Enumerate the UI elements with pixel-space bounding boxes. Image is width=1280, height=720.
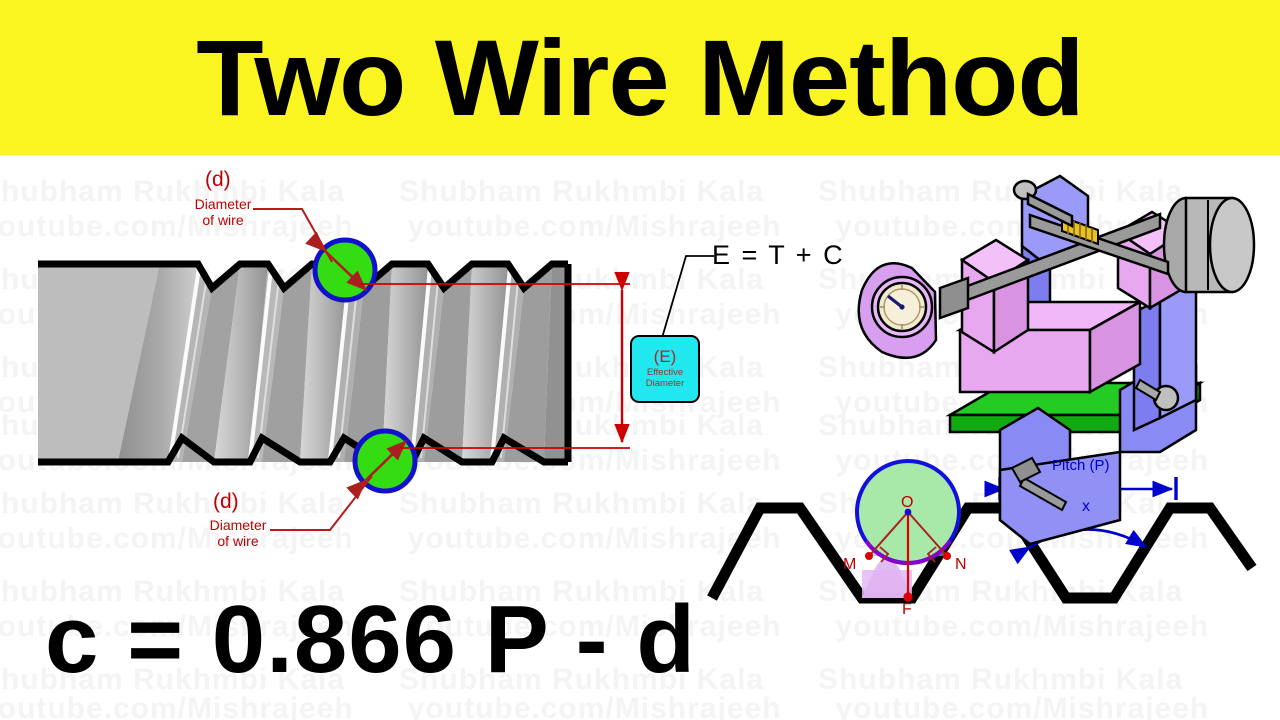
caption-line: Effective bbox=[646, 366, 684, 378]
effective-diameter-symbol: (E) bbox=[653, 347, 677, 367]
thread-profile-illustration bbox=[707, 459, 1257, 604]
wire-diameter-caption-top: Diameter of wire bbox=[175, 196, 271, 228]
effective-diameter-dimension bbox=[360, 272, 630, 449]
wire-diameter-symbol-top: (d) bbox=[205, 168, 231, 191]
caption-line: of wire bbox=[217, 533, 259, 550]
wire-circle-top bbox=[305, 231, 378, 303]
pitch-label: Pitch (P) bbox=[1052, 457, 1110, 474]
point-label-m: M bbox=[843, 556, 857, 573]
point-label-f: F bbox=[902, 601, 912, 618]
caption-line: Diameter bbox=[209, 517, 267, 533]
wire-circle-bottom bbox=[346, 428, 418, 500]
caption-line: Diameter bbox=[194, 196, 252, 212]
formula-callout: E = T + C bbox=[712, 240, 845, 270]
title-banner: Two Wire Method bbox=[0, 0, 1280, 155]
effective-diameter-caption: Effective Diameter bbox=[646, 367, 685, 390]
screw-thread-illustration bbox=[38, 260, 572, 466]
wire-leader-top bbox=[253, 208, 333, 263]
page-title: Two Wire Method bbox=[196, 16, 1084, 138]
bottom-formula: c = 0.866 P - d bbox=[45, 586, 696, 693]
wire-diameter-caption-bottom: Diameter of wire bbox=[190, 517, 286, 549]
caption-line: Diameter bbox=[645, 378, 685, 390]
point-label-n: N bbox=[955, 556, 967, 573]
wire-diameter-symbol-bottom: (d) bbox=[213, 490, 239, 513]
caption-line: of wire bbox=[202, 212, 244, 229]
effective-diameter-box: (E) Effective Diameter bbox=[630, 335, 700, 403]
micrometer-illustration bbox=[857, 174, 1256, 546]
point-label-o: O bbox=[901, 494, 914, 511]
angle-label-x: x bbox=[1082, 498, 1090, 515]
formula-leader-line bbox=[661, 255, 714, 339]
wire-leader-bottom bbox=[270, 475, 373, 531]
